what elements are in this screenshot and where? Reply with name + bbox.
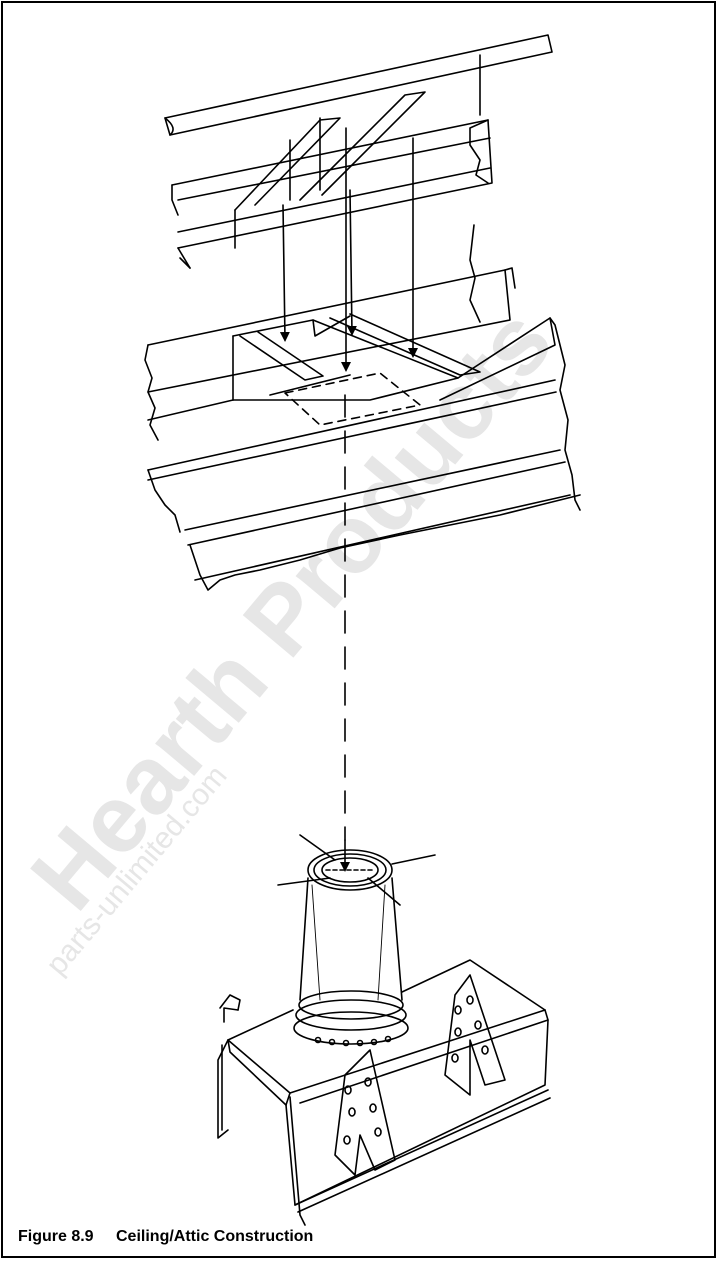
figure-number: Figure 8.9 [18,1228,94,1245]
figure-caption: Figure 8.9 Ceiling/Attic Construction [18,1228,313,1246]
alignment-arrows [279,127,418,372]
ceiling-framing [144,267,581,591]
stove-appliance [217,834,551,1226]
upper-framing [164,34,553,323]
figure-title: Ceiling/Attic Construction [116,1228,314,1245]
